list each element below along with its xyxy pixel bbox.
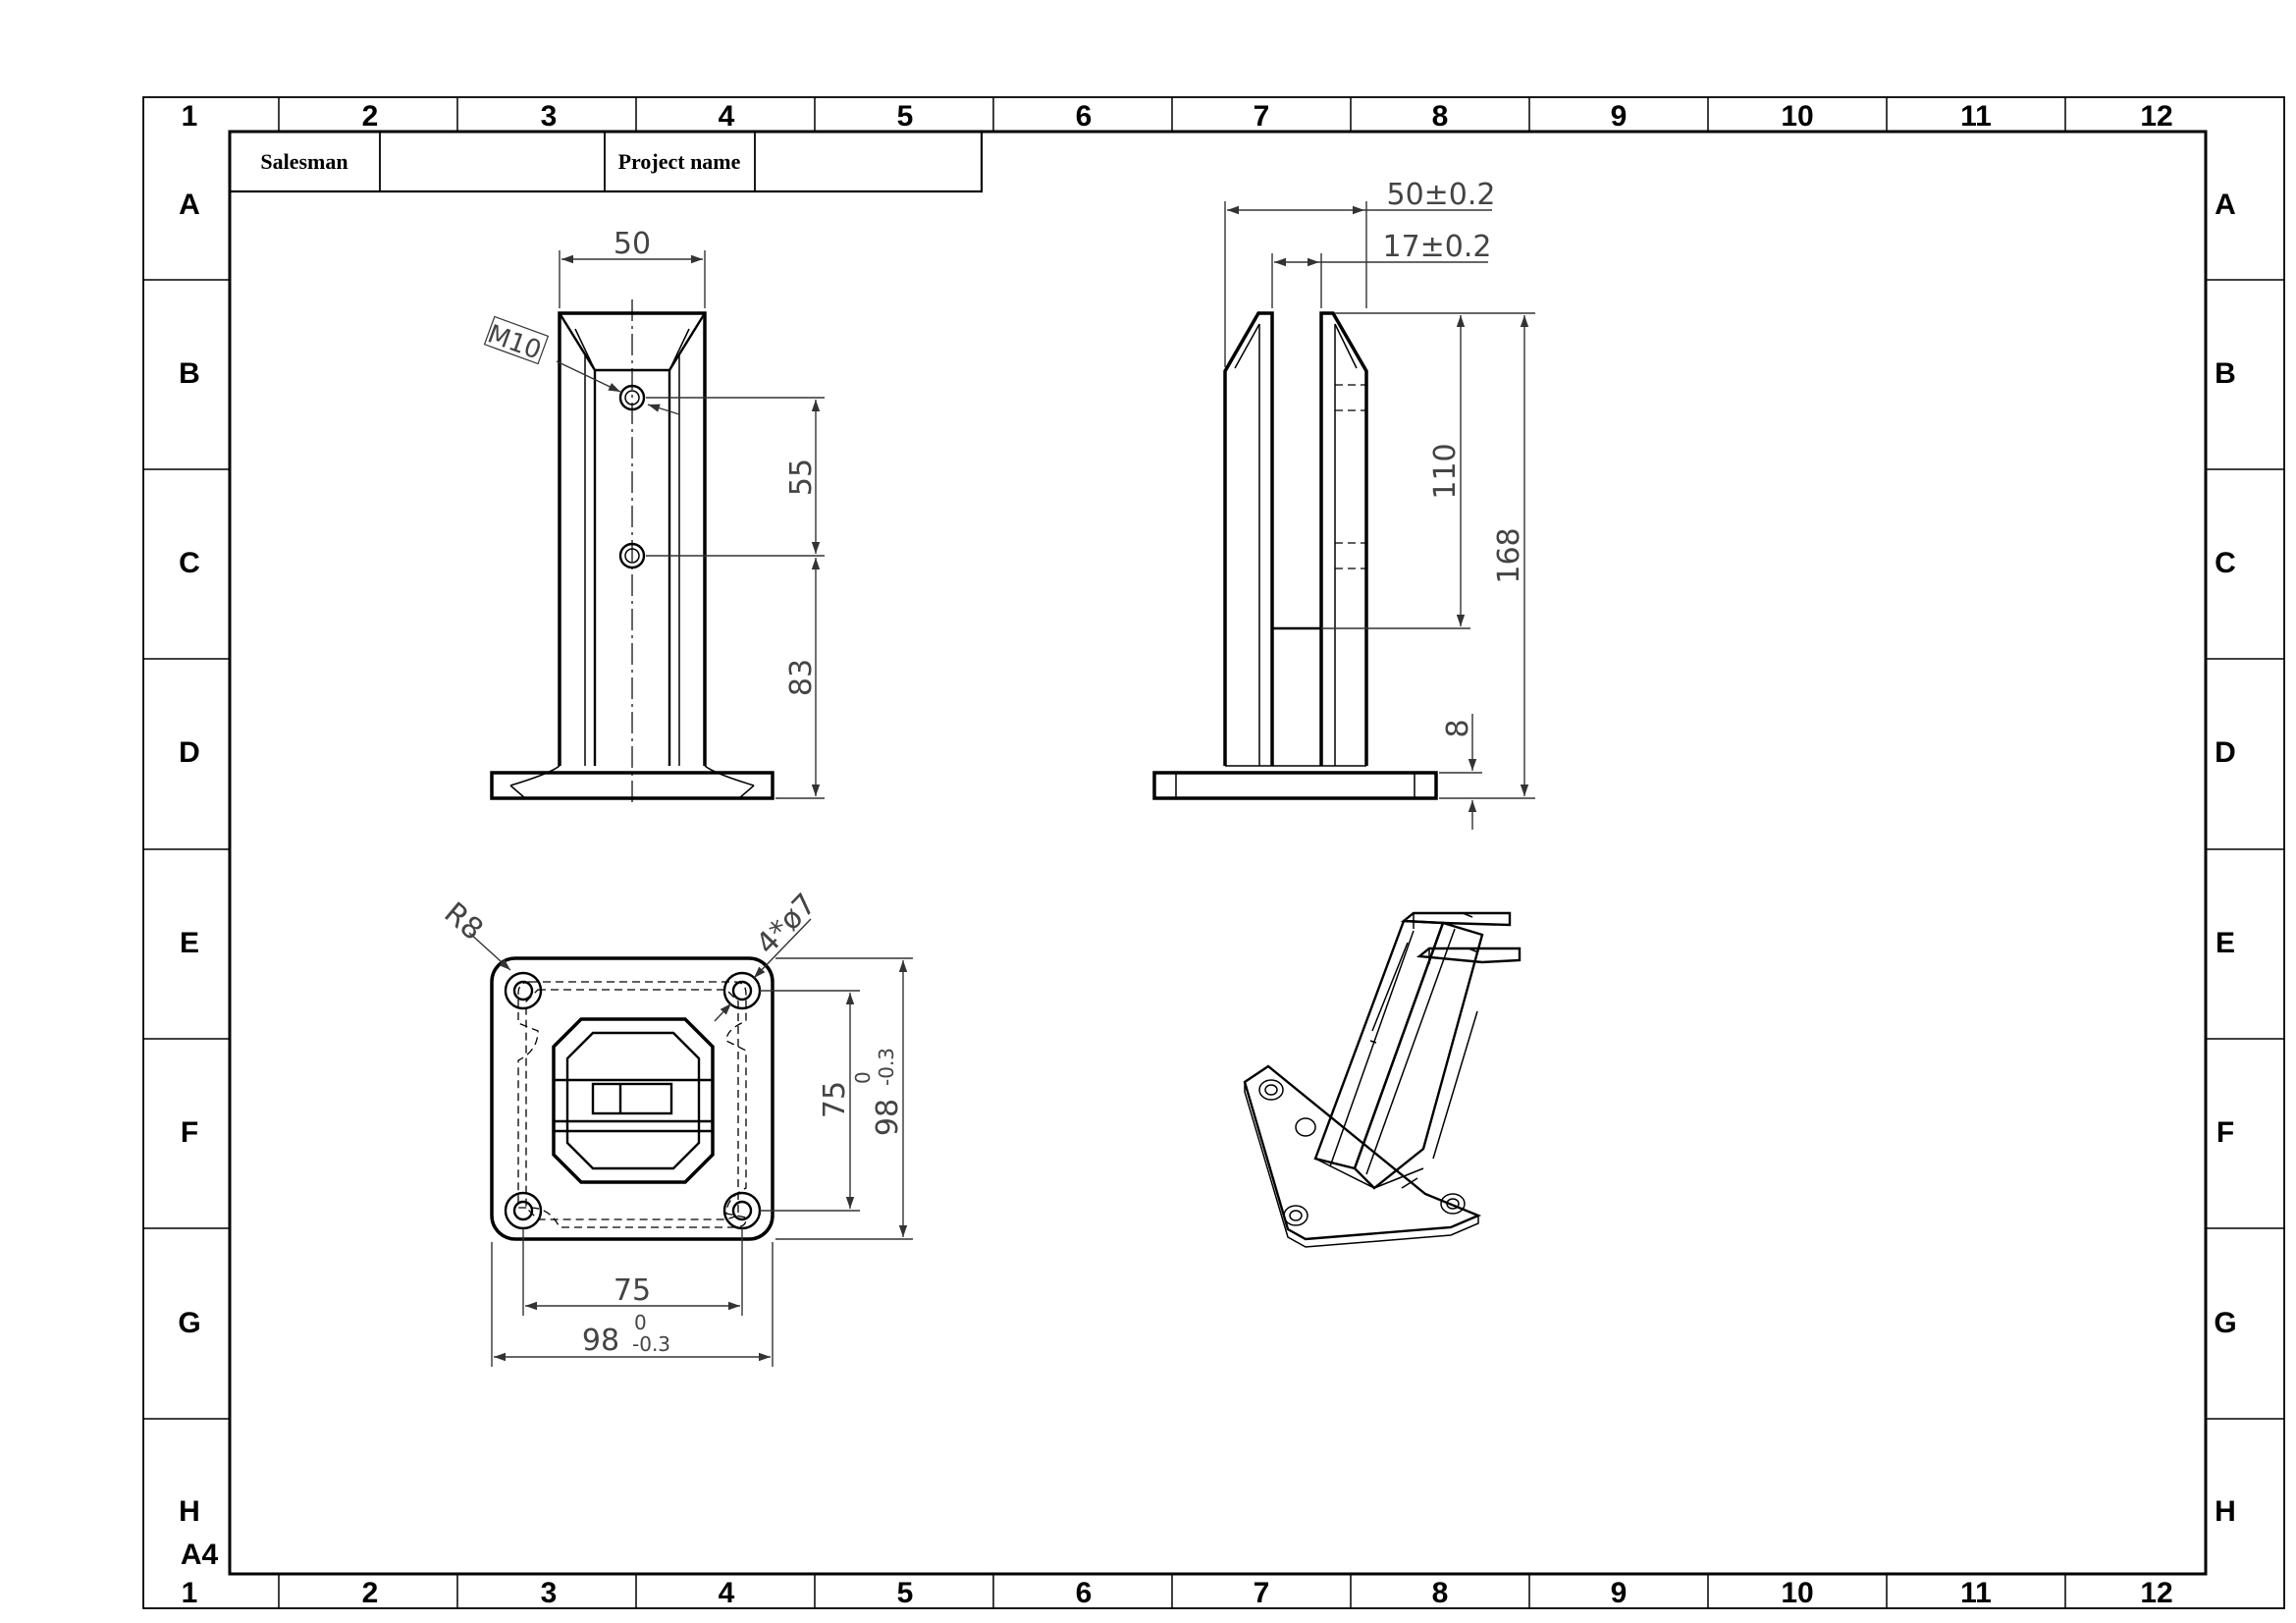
- col-label-3: 3: [541, 100, 558, 133]
- side-base-thickness-dim: 8: [1441, 719, 1475, 737]
- front-view: 50 M10 55 83: [484, 227, 825, 807]
- top-tol-upper-v: 0: [851, 1071, 875, 1084]
- col-label-12: 12: [2140, 100, 2172, 133]
- col-label-1-bottom: 1: [182, 1577, 198, 1609]
- top-tol-lower-h: -0.3: [632, 1332, 670, 1356]
- top-hole-spacing-v-dim: 75: [818, 1081, 852, 1118]
- top-tol-upper-h: 0: [634, 1311, 647, 1334]
- column-labels-top: 1 2 3 4 5 6 7 8 9 10 11 12: [182, 100, 2173, 133]
- col-label-1: 1: [182, 100, 198, 133]
- row-label-e: E: [180, 927, 199, 959]
- row-label-a-right: A: [2215, 189, 2236, 221]
- row-label-a: A: [179, 189, 200, 221]
- side-total-height-dim: 168: [1492, 527, 1526, 583]
- row-label-d: D: [179, 736, 200, 769]
- corner-hole-bl: [504, 1191, 543, 1230]
- row-labels-left: A B C D E F G H A4: [178, 189, 218, 1571]
- col-label-6: 6: [1076, 100, 1093, 133]
- corner-hole-tr: [722, 971, 762, 1010]
- project-name-label: Project name: [618, 149, 741, 174]
- thread-callout: M10: [484, 319, 545, 365]
- corner-radius-callout: R8: [438, 895, 490, 947]
- title-block: Salesman Project name: [228, 130, 984, 193]
- col-label-2: 2: [362, 100, 379, 133]
- side-view: 50±0.2 17±0.2 110 168 8: [1152, 178, 1535, 830]
- row-label-f-right: F: [2216, 1116, 2234, 1149]
- col-label-4: 4: [719, 100, 735, 133]
- sheet-frame: [142, 96, 2285, 1609]
- isometric-view: [1243, 911, 1522, 1248]
- row-label-f: F: [181, 1116, 198, 1149]
- col-label-10-bottom: 10: [1781, 1577, 1813, 1609]
- top-hole-spacing-h-dim: 75: [614, 1273, 651, 1308]
- top-view: R8 4*ø7 75 98 0 -0.3 75 98 0 -0.3: [438, 888, 913, 1367]
- side-slot-depth-dim: 110: [1428, 443, 1463, 499]
- front-hole-height-dim: 83: [784, 659, 819, 696]
- front-hole-spacing-dim: 55: [784, 459, 819, 496]
- col-label-7: 7: [1254, 100, 1270, 133]
- row-label-b-right: B: [2215, 357, 2236, 390]
- col-label-4-bottom: 4: [719, 1577, 735, 1609]
- col-label-9: 9: [1611, 100, 1628, 133]
- row-label-g: G: [178, 1307, 200, 1339]
- col-label-5: 5: [897, 100, 914, 133]
- col-label-10: 10: [1781, 100, 1813, 133]
- row-label-d-right: D: [2215, 736, 2236, 769]
- col-label-12-bottom: 12: [2140, 1577, 2172, 1609]
- col-label-6-bottom: 6: [1076, 1577, 1093, 1609]
- col-label-5-bottom: 5: [897, 1577, 914, 1609]
- sheet-size-label: A4: [181, 1539, 219, 1571]
- row-label-c: C: [179, 547, 200, 579]
- top-base-size-h-dim: 98: [582, 1324, 619, 1358]
- top-tol-lower-v: -0.3: [875, 1048, 898, 1086]
- front-width-dim: 50: [614, 227, 651, 261]
- col-label-7-bottom: 7: [1254, 1577, 1270, 1609]
- col-label-3-bottom: 3: [541, 1577, 558, 1609]
- row-label-e-right: E: [2216, 927, 2235, 959]
- col-label-9-bottom: 9: [1611, 1577, 1628, 1609]
- hole-count-callout: 4*ø7: [750, 888, 824, 962]
- col-label-8-bottom: 8: [1432, 1577, 1449, 1609]
- side-outer-width-dim: 50±0.2: [1386, 178, 1495, 212]
- row-label-h-right: H: [2215, 1495, 2236, 1528]
- top-base-size-v-dim: 98: [871, 1099, 905, 1136]
- row-labels-right: A B C D E F G H: [2214, 189, 2236, 1528]
- zone-grid-ticks: [143, 97, 2284, 1608]
- corner-hole-tl: [504, 971, 543, 1010]
- side-slot-width-dim: 17±0.2: [1382, 230, 1491, 264]
- row-label-g-right: G: [2214, 1307, 2236, 1339]
- row-label-b: B: [179, 357, 200, 390]
- corner-hole-br: [722, 1191, 762, 1230]
- col-label-11-bottom: 11: [1960, 1577, 1992, 1609]
- col-label-8: 8: [1432, 100, 1449, 133]
- col-label-2-bottom: 2: [362, 1577, 379, 1609]
- row-label-h: H: [179, 1495, 200, 1528]
- salesman-label: Salesman: [260, 149, 347, 174]
- col-label-11: 11: [1960, 100, 1992, 133]
- column-labels-bottom: 1 2 3 4 5 6 7 8 9 10 11 12: [182, 1577, 2173, 1609]
- row-label-c-right: C: [2215, 547, 2236, 579]
